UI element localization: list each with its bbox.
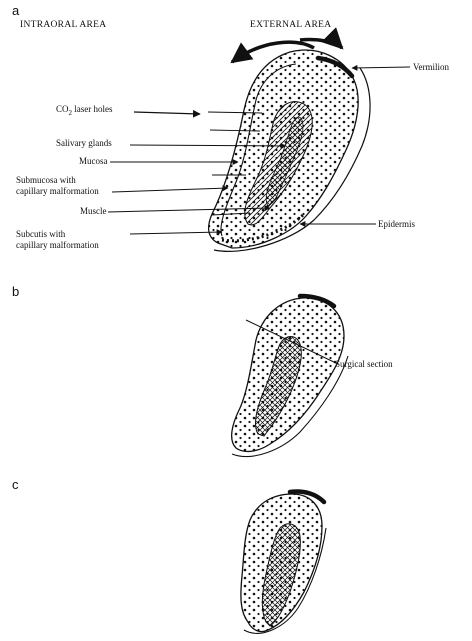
panel-c-lip-drawing	[241, 491, 326, 633]
arrow-subcutis	[130, 232, 222, 234]
arrow-vermilion	[352, 67, 410, 68]
arrow-submucosa	[112, 188, 228, 192]
arrow-co2-laser-holes	[134, 112, 200, 114]
panel-a-lip-drawing	[108, 39, 410, 251]
panel-b-lip-drawing	[232, 296, 348, 457]
